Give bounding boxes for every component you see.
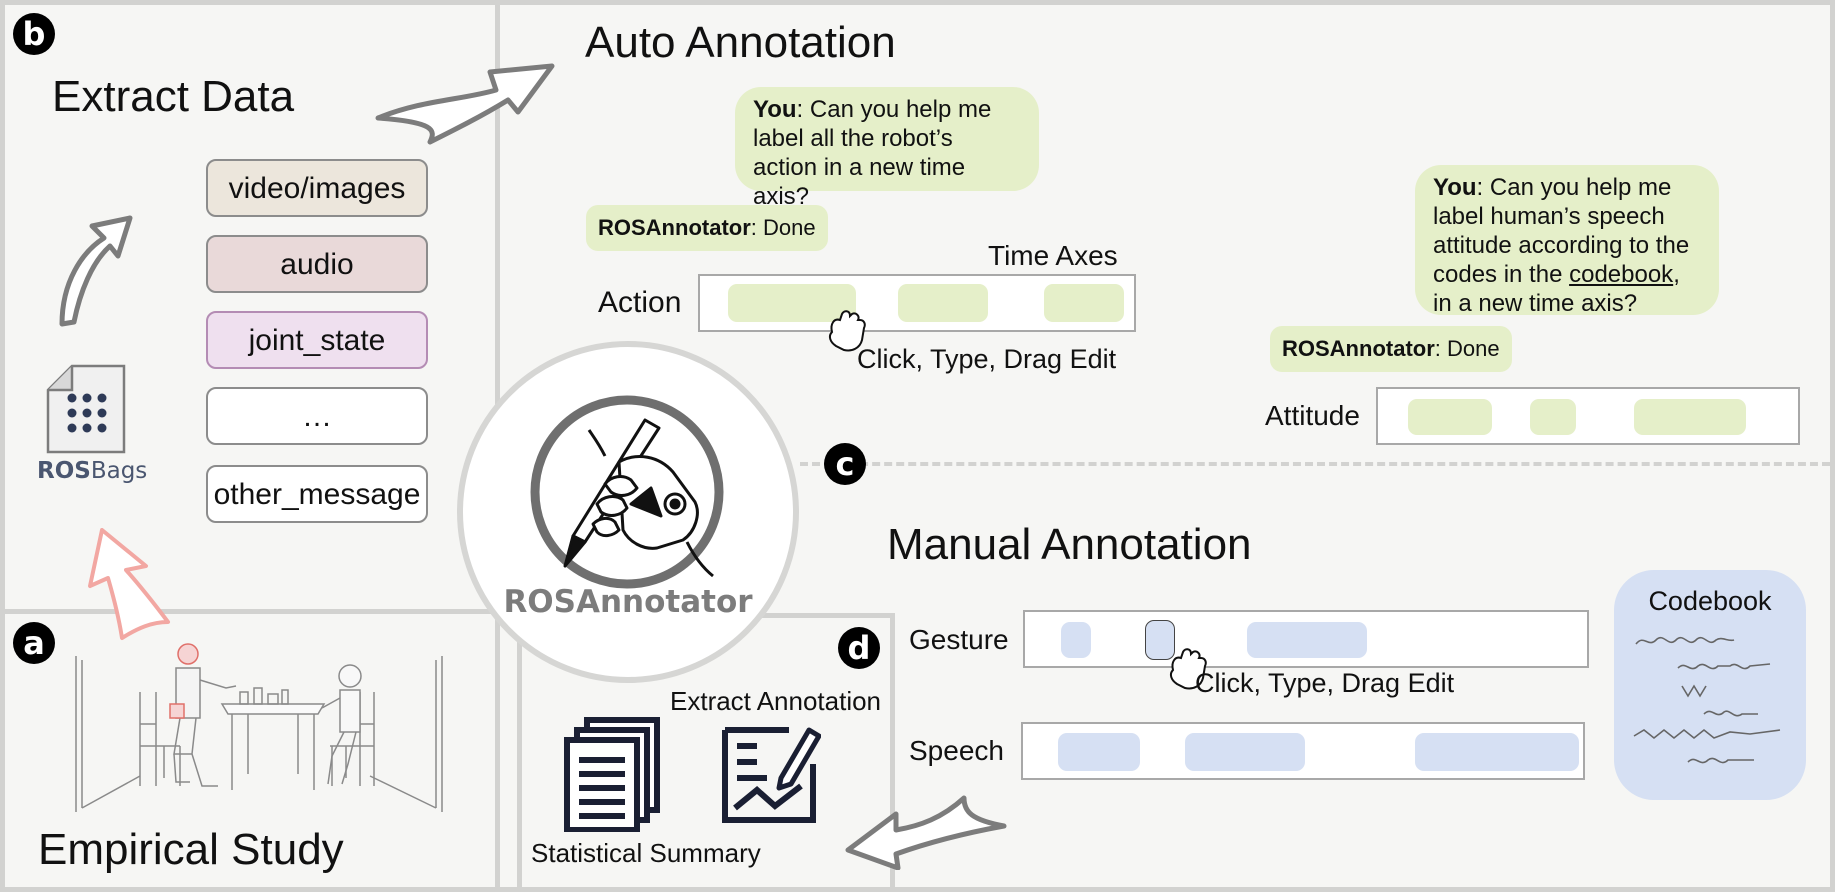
rosbags-label-prefix: ROS [37,458,91,484]
codebook-card[interactable] [1614,570,1806,800]
codebook-title: Codebook [1648,586,1772,616]
speech-segment[interactable] [1415,733,1579,771]
logo-name: ROSAnnotator [503,584,753,620]
arrow-to-auto-icon [375,63,555,145]
chat-you-label: You [753,96,797,123]
rosbags-label: ROSBags [37,458,147,484]
codebook-link[interactable]: codebook [1569,261,1674,288]
extract-annotation-label: Extract Annotation [670,686,882,716]
badge-c: c [824,443,866,485]
chat-question-action: You: Can you help me label all the robot… [735,87,1039,210]
action-timeline[interactable] [698,274,1136,332]
edit-hint-auto: Click, Type, Drag Edit [857,344,1117,374]
chat-question-attitude-line-3: attitude according to the [1433,232,1690,259]
edit-hint-manual: Click, Type, Drag Edit [1195,668,1455,698]
chat-text: , [1673,261,1680,288]
chat-question-attitude: You: Can you help me label human’s speec… [1415,165,1719,317]
panel-empirical-study [0,609,522,892]
rosbag-file-icon [46,364,126,454]
report-chart-icon [722,727,821,823]
time-axes-label: Time Axes [988,240,1118,271]
chat-text: : Can you help me [1476,174,1672,201]
chat-question-attitude-line-5: in a new time axis? [1433,290,1638,317]
robot-hand-pen-icon [530,395,724,589]
chat-question-action-line-2: label all the robot’s [753,125,953,152]
badge-d: d [838,627,880,669]
chip-joint-state: joint_state [206,311,428,369]
attitude-timeline[interactable] [1376,387,1800,445]
speech-timeline[interactable] [1021,722,1585,780]
chat-done-text: : Done [1434,336,1500,361]
extract-data-title: Extract Data [52,72,295,121]
speech-axis-label: Speech [909,735,1004,766]
statistical-summary-label: Statistical Summary [531,838,761,868]
chat-done-name: ROSAnnotator [598,215,751,240]
gesture-segment[interactable] [1061,622,1091,658]
codebook-scribbles [1633,636,1781,764]
chat-done-attitude: ROSAnnotator: Done [1270,326,1512,372]
section-divider [800,462,1830,466]
chat-done-name: ROSAnnotator [1282,336,1435,361]
arrow-study-up-icon [88,528,170,640]
rosbags-label-suffix: Bags [90,458,148,484]
attitude-segment[interactable] [1634,399,1746,435]
chat-question-attitude-line-4: codes in the codebook, [1433,260,1701,289]
chat-question-action-line-1: You: Can you help me [753,95,1021,124]
chat-you-label: You [1433,174,1477,201]
chat-text: codes in the [1433,261,1570,288]
gesture-axis-label: Gesture [909,624,1009,655]
action-axis-label: Action [598,286,682,319]
empirical-scene-illustration [75,643,443,812]
empirical-study-title: Empirical Study [38,825,344,874]
chip-audio: audio [206,235,428,293]
action-segment[interactable] [1044,284,1124,322]
manual-annotation-title: Manual Annotation [887,520,1252,569]
attitude-segment[interactable] [1408,399,1492,435]
speech-segment[interactable] [1058,733,1140,771]
gesture-segment[interactable] [1247,622,1367,658]
badge-b: b [13,13,55,55]
documents-icon [564,717,660,832]
attitude-segment[interactable] [1530,399,1576,435]
gesture-segment-selected[interactable] [1145,620,1175,660]
attitude-axis-label: Attitude [1265,400,1360,431]
chip-video-images: video/images [206,159,428,217]
chat-question-attitude-line-2: label human’s speech [1433,203,1665,230]
chat-done-action: ROSAnnotator: Done [586,205,828,251]
chip-ellipsis: … [206,387,428,445]
hand-cursor-icon [1169,648,1207,690]
auto-annotation-title: Auto Annotation [585,18,896,67]
chip-other-message: other_message [206,465,428,523]
gesture-timeline[interactable] [1023,610,1589,668]
arrow-rosbag-up-icon [59,215,133,327]
speech-segment[interactable] [1185,733,1305,771]
chat-question-attitude-line-1: You: Can you help me [1433,173,1701,202]
hand-cursor-icon [828,310,866,352]
action-segment[interactable] [728,284,856,322]
chat-done-text: : Done [750,215,816,240]
arrow-to-summary-icon [845,795,1007,870]
chat-question-action-line-3: action in a new time axis? [753,154,966,210]
chat-text: : Can you help me [796,96,992,123]
action-segment[interactable] [898,284,988,322]
badge-a: a [13,622,55,664]
